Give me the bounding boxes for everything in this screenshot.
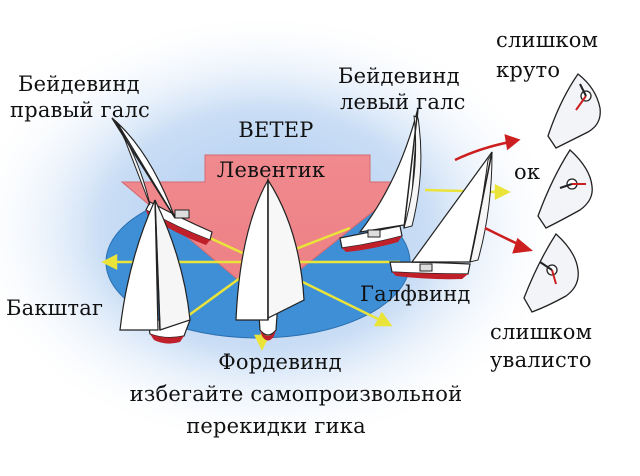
label-closehauled-port-1: Бейдевинд xyxy=(338,64,460,88)
trim-arrow-too-tight xyxy=(454,140,511,162)
label-beam-reach: Галфвинд xyxy=(360,282,471,306)
label-closehauled-port-2: левый галс xyxy=(340,90,466,114)
boat-running xyxy=(235,177,305,341)
label-broad-reach: Бакштаг xyxy=(6,296,104,320)
label-running-1: Фордевинд xyxy=(218,350,342,374)
label-running-2: избегайте самопроизвольной xyxy=(129,382,463,406)
boat-beam-reach xyxy=(389,151,493,280)
boat-closehauled-port xyxy=(339,107,422,252)
label-running-3: перекидки гика xyxy=(186,414,366,438)
boat-broad-reach xyxy=(119,199,191,344)
label-wind: ВЕТЕР xyxy=(238,118,314,142)
trim-icon-ok xyxy=(537,149,593,229)
trim-icon-too-loose xyxy=(523,233,579,313)
label-too-loose-1: слишком xyxy=(490,320,593,344)
trim-arrows xyxy=(454,134,534,254)
label-too-tight-2: круто xyxy=(496,58,561,82)
label-closehauled-starboard-2: правый галс xyxy=(10,98,150,122)
label-closehauled-starboard-1: Бейдевинд xyxy=(18,72,140,96)
label-head-to-wind: Левентик xyxy=(216,158,326,182)
label-too-loose-2: увалисто xyxy=(490,348,592,372)
label-ok: ок xyxy=(514,160,541,184)
trim-icon-too-tight xyxy=(547,73,601,149)
label-too-tight-1: слишком xyxy=(496,28,599,52)
